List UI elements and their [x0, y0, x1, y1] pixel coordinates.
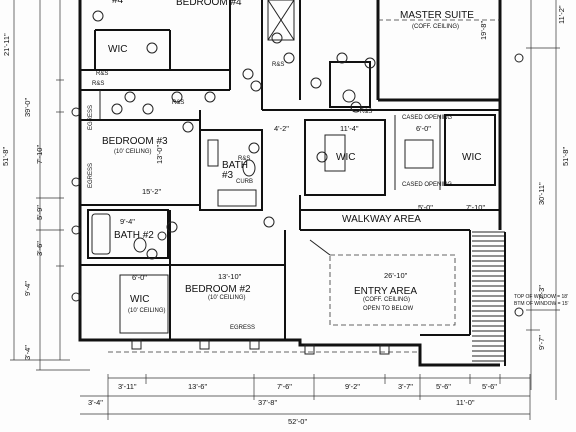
wic-4-label: WIC [108, 44, 127, 55]
wic-2-ceiling: (10' CEILING) [128, 308, 166, 314]
window-note-btm: BTM OF WINDOW = 15' [514, 301, 568, 307]
bath-3-label: BATH [222, 160, 248, 171]
egress-label-left: EGRESS [88, 163, 94, 188]
walkway-label: WALKWAY AREA [342, 214, 421, 225]
dim-walk-7-10: 7'-10" [466, 203, 485, 212]
dim-closet-width: 6'-0" [416, 124, 431, 133]
upper-left-rooms [80, 0, 231, 120]
dimension-texts: 21'-11" 51'-8" 39'-0" 7'-10" 5'-9" 3'-6"… [1, 5, 570, 426]
dim-bed3-depth: 13'-0" [155, 145, 164, 164]
wic-master-right-label: WIC [462, 152, 481, 163]
cased-opening-1: CASED OPENING [402, 115, 452, 121]
dim-bottom-52-0: 52'-0" [288, 417, 307, 426]
bedroom-4-label: BEDROOM #4 [176, 0, 242, 8]
dim-walk-5-0: 5'-0" [418, 203, 433, 212]
window-note: TOP OF WINDOW = 18' BTM OF WINDOW = 15' [514, 294, 568, 307]
bedroom-3-label: BEDROOM #3 [102, 136, 168, 147]
left-dimension-lines [10, 0, 90, 371]
dim-right-11-2: 11'-2" [557, 5, 566, 24]
porch-columns [108, 339, 420, 355]
dim-left-51-8: 51'-8" [1, 147, 10, 166]
bath-2 [87, 209, 169, 259]
dim-bottom-3-7: 3'-7" [398, 382, 413, 391]
wic-master-left-label: WIC [336, 152, 355, 163]
master-suite-label: MASTER SUITE [400, 10, 474, 21]
dim-hall-width: 4'-2" [274, 124, 289, 133]
dim-bottom-3-11: 3'-11" [118, 382, 137, 391]
dim-bottom-3-4: 3'-4" [88, 398, 103, 407]
tags [92, 10, 376, 260]
dim-right-51-8: 51'-8" [561, 147, 570, 166]
cased-opening-2: CASED OPENING [402, 182, 452, 188]
dim-master-depth: 19'-8" [479, 21, 488, 40]
dim-right-30-11: 30'-11" [537, 182, 546, 205]
rs-label-1: R&S [92, 81, 104, 87]
bedroom-2-label: BEDROOM #2 [185, 284, 251, 295]
dim-bottom-37-8: 37'-8" [258, 398, 277, 407]
dim-bottom-13-6: 13'-6" [188, 382, 207, 391]
bedroom-2-ceiling: (10' CEILING) [208, 295, 246, 301]
dim-bottom-11-0: 11'-0" [456, 398, 475, 407]
bedroom-3-walls [80, 110, 201, 206]
dim-bottom-9-2: 9'-2" [345, 382, 360, 391]
rs-label-0: R&S [96, 71, 108, 77]
rs-label-2: R&S [172, 100, 184, 106]
window-note-top: TOP OF WINDOW = 18' [514, 294, 568, 300]
dim-right-9-7: 9'-7" [537, 335, 546, 350]
dim-bedroom3-width: 15'-2" [142, 187, 161, 196]
dim-left-7-10: 7'-10" [35, 145, 44, 164]
grid-markers [71, 53, 524, 317]
bedroom-3-ceiling: (10' CEILING) [114, 149, 152, 155]
dim-left-9-4: 9'-4" [23, 281, 32, 296]
dim-right-7-3: 7'-3" [537, 285, 546, 300]
wic-2-label: WIC [130, 294, 149, 305]
bottom-dimension-lines [80, 374, 531, 420]
dim-left-21-11: 21'-11" [2, 33, 11, 56]
dim-bottom-5-6a: 5'-6" [436, 382, 451, 391]
central-hall [261, 0, 301, 111]
right-dimension-lines [526, 0, 560, 400]
egress-label-bottom: EGRESS [230, 325, 255, 331]
bedroom-2-walls [80, 210, 286, 340]
bath-3-number: #3 [222, 170, 234, 181]
rs-label-5: R&S [272, 62, 284, 68]
dim-wic-width: 11'-4" [340, 124, 359, 133]
entry-area-label: ENTRY AREA [354, 286, 417, 297]
dim-left-5-9: 5'-9" [35, 205, 44, 220]
exterior-walls [78, 0, 502, 367]
open-to-below-label: OPEN TO BELOW [363, 306, 413, 312]
master-closets [300, 19, 500, 196]
curb-label: CURB [236, 179, 253, 185]
rs-label-3: R&S [238, 156, 250, 162]
entry-area-ceiling: (COFF. CEILING) [363, 297, 410, 303]
dim-left-39-0: 39'-0" [23, 98, 32, 117]
dim-bath2-width: 9'-4" [120, 217, 135, 226]
bedroom-4-number-label: #4 [112, 0, 124, 6]
stairs [472, 231, 506, 366]
dim-left-3-6: 3'-6" [35, 241, 44, 256]
bath-2-label: BATH #2 [114, 230, 154, 241]
bath-3 [199, 129, 263, 211]
dim-bottom-5-6b: 5'-6" [482, 382, 497, 391]
entry-area [309, 230, 471, 336]
dim-bottom-7-6: 7'-6" [277, 382, 292, 391]
dim-left-3-4: 3'-4" [23, 345, 32, 360]
rs-label-4: R&S [360, 109, 372, 115]
dim-wic2-width: 6'-0" [132, 273, 147, 282]
dim-entry-width: 26'-10" [384, 271, 408, 280]
walkway [299, 195, 500, 231]
egress-label-left-upper: EGRESS [88, 105, 94, 130]
master-suite-ceiling: (COFF. CEILING) [412, 24, 459, 30]
dim-bedroom2-width: 13'-10" [218, 272, 242, 281]
room-labels: BEDROOM #4 #4 WIC MASTER SUITE (COFF. CE… [88, 0, 481, 331]
